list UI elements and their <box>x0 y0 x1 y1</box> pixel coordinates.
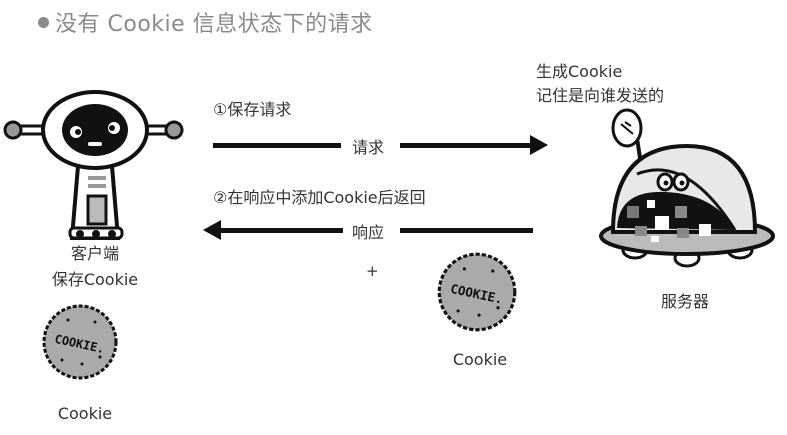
request-arrow-line-left <box>213 143 341 148</box>
request-arrow-line-right <box>400 143 532 148</box>
response-arrow-line-left <box>219 228 343 233</box>
client-cookie-icon: COOKIE. <box>42 304 118 380</box>
response-arrow-label: 响应 <box>352 223 385 242</box>
plus-sign: + <box>366 262 379 280</box>
response-arrow-line-right <box>400 228 533 233</box>
request-step-label: ①保存请求 <box>213 100 292 119</box>
response-arrowhead-icon <box>203 220 221 240</box>
response-cookie-caption: Cookie <box>452 350 508 369</box>
request-arrowhead-icon <box>530 135 548 155</box>
server-note-line1: 生成Cookie <box>536 62 623 81</box>
server-robot-icon <box>599 108 775 268</box>
diagram-title-text: 没有 Cookie 信息状态下的请求 <box>55 12 373 37</box>
client-robot-base-icon <box>68 226 124 240</box>
client-robot-icon <box>3 90 184 240</box>
diagram-title: 没有 Cookie 信息状态下的请求 <box>38 6 373 38</box>
client-cookie-caption: Cookie <box>57 404 113 423</box>
server-note-line2: 记住是向谁发送的 <box>536 86 665 105</box>
client-cookie-label: 保存Cookie <box>51 270 139 289</box>
response-cookie-icon: COOKIE. <box>437 252 517 332</box>
bullet-icon <box>38 16 49 28</box>
client-label: 客户端 <box>70 244 119 263</box>
server-label: 服务器 <box>660 292 709 311</box>
request-arrow-label: 请求 <box>352 138 385 157</box>
response-step-label: ②在响应中添加Cookie后返回 <box>213 188 426 207</box>
